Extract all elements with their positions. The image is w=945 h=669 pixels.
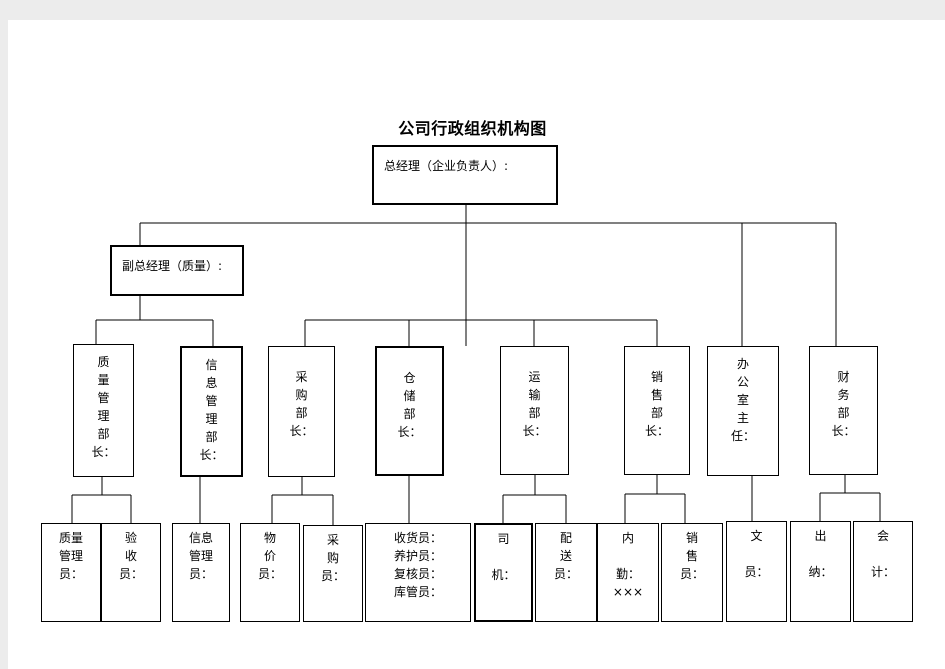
dept-quality-box[interactable]: 质 量 管 理 部 长： [73,344,134,477]
dept-sales-box[interactable]: 销 售 部 长： [624,346,690,475]
staff-internal-label: 内 勤： ××× [612,531,644,599]
staff-warehouse-label: 收货员： 养护员： 复核员： 库管员： [393,531,442,599]
dept-transport-label: 运 输 部 长： [522,370,547,438]
staff-pricer-box[interactable]: 物 价 员： [240,523,300,622]
staff-inspector-box[interactable]: 验 收 员： [101,523,161,622]
vp-box[interactable]: 副总经理（质量）: [110,245,244,296]
ceo-box[interactable]: 总经理（企业负责人）: [372,145,558,205]
staff-clerk-box[interactable]: 文 员： [726,521,787,622]
staff-pricer-label: 物 价 员： [257,531,282,581]
dept-office-label: 办 公 室 主 任： [730,357,755,443]
dept-quality-label: 质 量 管 理 部 长： [91,355,116,459]
staff-quality-manager-label: 质量 管理 员： [58,531,83,581]
staff-salesperson-box[interactable]: 销 售 员： [661,523,723,622]
dept-finance-label: 财 务 部 长： [831,370,856,438]
staff-warehouse-box[interactable]: 收货员： 养护员： 复核员： 库管员： [365,523,471,622]
staff-internal-box[interactable]: 内 勤： ××× [597,523,659,622]
staff-delivery-label: 配 送 员： [553,531,578,581]
chart-title: 公司行政组织机构图 [398,119,547,138]
dept-purchase-label: 采 购 部 长： [289,370,314,438]
staff-info-manager-label: 信息 管理 员： [188,531,213,581]
staff-quality-manager-box[interactable]: 质量 管理 员： [41,523,101,622]
vp-label: 副总经理（质量）: [122,259,223,273]
dept-info-label: 信 息 管 理 部 长： [199,358,224,462]
staff-cashier-label: 出 纳： [808,529,833,579]
staff-accountant-label: 会 计： [870,529,895,579]
dept-finance-box[interactable]: 财 务 部 长： [809,346,878,475]
staff-inspector-label: 验 收 员： [118,531,143,581]
dept-office-box[interactable]: 办 公 室 主 任： [707,346,779,476]
dept-transport-box[interactable]: 运 输 部 长： [500,346,569,475]
dept-purchase-box[interactable]: 采 购 部 长： [268,346,335,477]
dept-sales-label: 销 售 部 长： [644,370,669,438]
ceo-label: 总经理（企业负责人）: [384,159,509,173]
staff-clerk-label: 文 员： [744,529,769,579]
staff-info-manager-box[interactable]: 信息 管理 员： [172,523,230,622]
staff-buyer-box[interactable]: 采 购 员： [303,525,363,622]
dept-warehouse-box[interactable]: 仓 储 部 长： [375,346,444,476]
staff-driver-box[interactable]: 司 机： [474,523,533,622]
staff-buyer-label: 采 购 员： [320,533,345,583]
dept-info-box[interactable]: 信 息 管 理 部 长： [180,346,243,477]
staff-delivery-box[interactable]: 配 送 员： [535,523,597,622]
dept-warehouse-label: 仓 储 部 长： [397,371,422,439]
staff-driver-label: 司 机： [491,532,516,582]
staff-accountant-box[interactable]: 会 计： [853,521,913,622]
staff-salesperson-label: 销 售 员： [679,531,704,581]
staff-cashier-box[interactable]: 出 纳： [790,521,851,622]
